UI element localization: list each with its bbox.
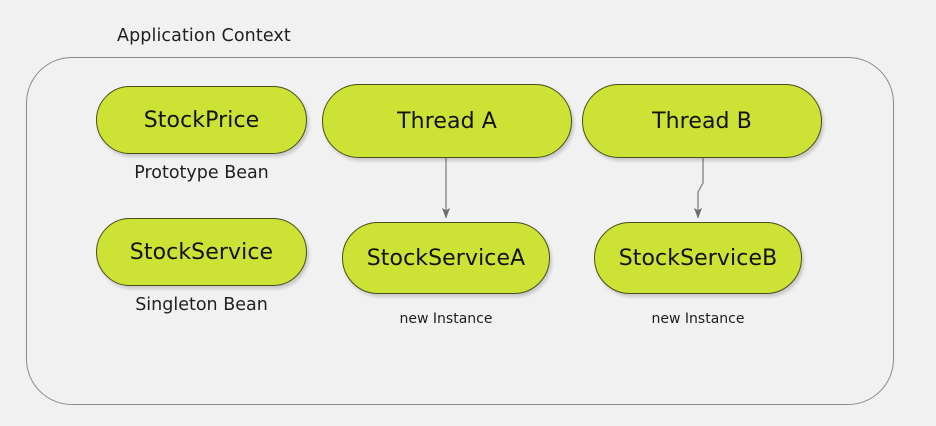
caption-new-instance-b: new Instance [651,311,745,327]
application-context-title: Application Context [112,26,296,46]
node-stockservice-label: StockService [129,239,274,265]
node-stockservice[interactable]: StockService [96,218,307,286]
caption-singleton-bean: Singleton Bean [135,295,268,315]
node-stockserviceb-label: StockServiceB [618,245,778,271]
node-stockservicea[interactable]: StockServiceA [342,222,550,294]
node-thread-a[interactable]: Thread A [322,84,572,158]
node-thread-a-label: Thread A [397,108,497,134]
node-stockservicea-label: StockServiceA [366,245,526,271]
caption-new-instance-a: new Instance [399,311,493,327]
node-thread-b-label: Thread B [652,108,752,134]
node-stockprice[interactable]: StockPrice [96,86,307,154]
node-thread-b[interactable]: Thread B [582,84,822,158]
node-stockserviceb[interactable]: StockServiceB [594,222,802,294]
caption-prototype-bean: Prototype Bean [134,163,269,183]
node-stockprice-label: StockPrice [143,107,260,133]
